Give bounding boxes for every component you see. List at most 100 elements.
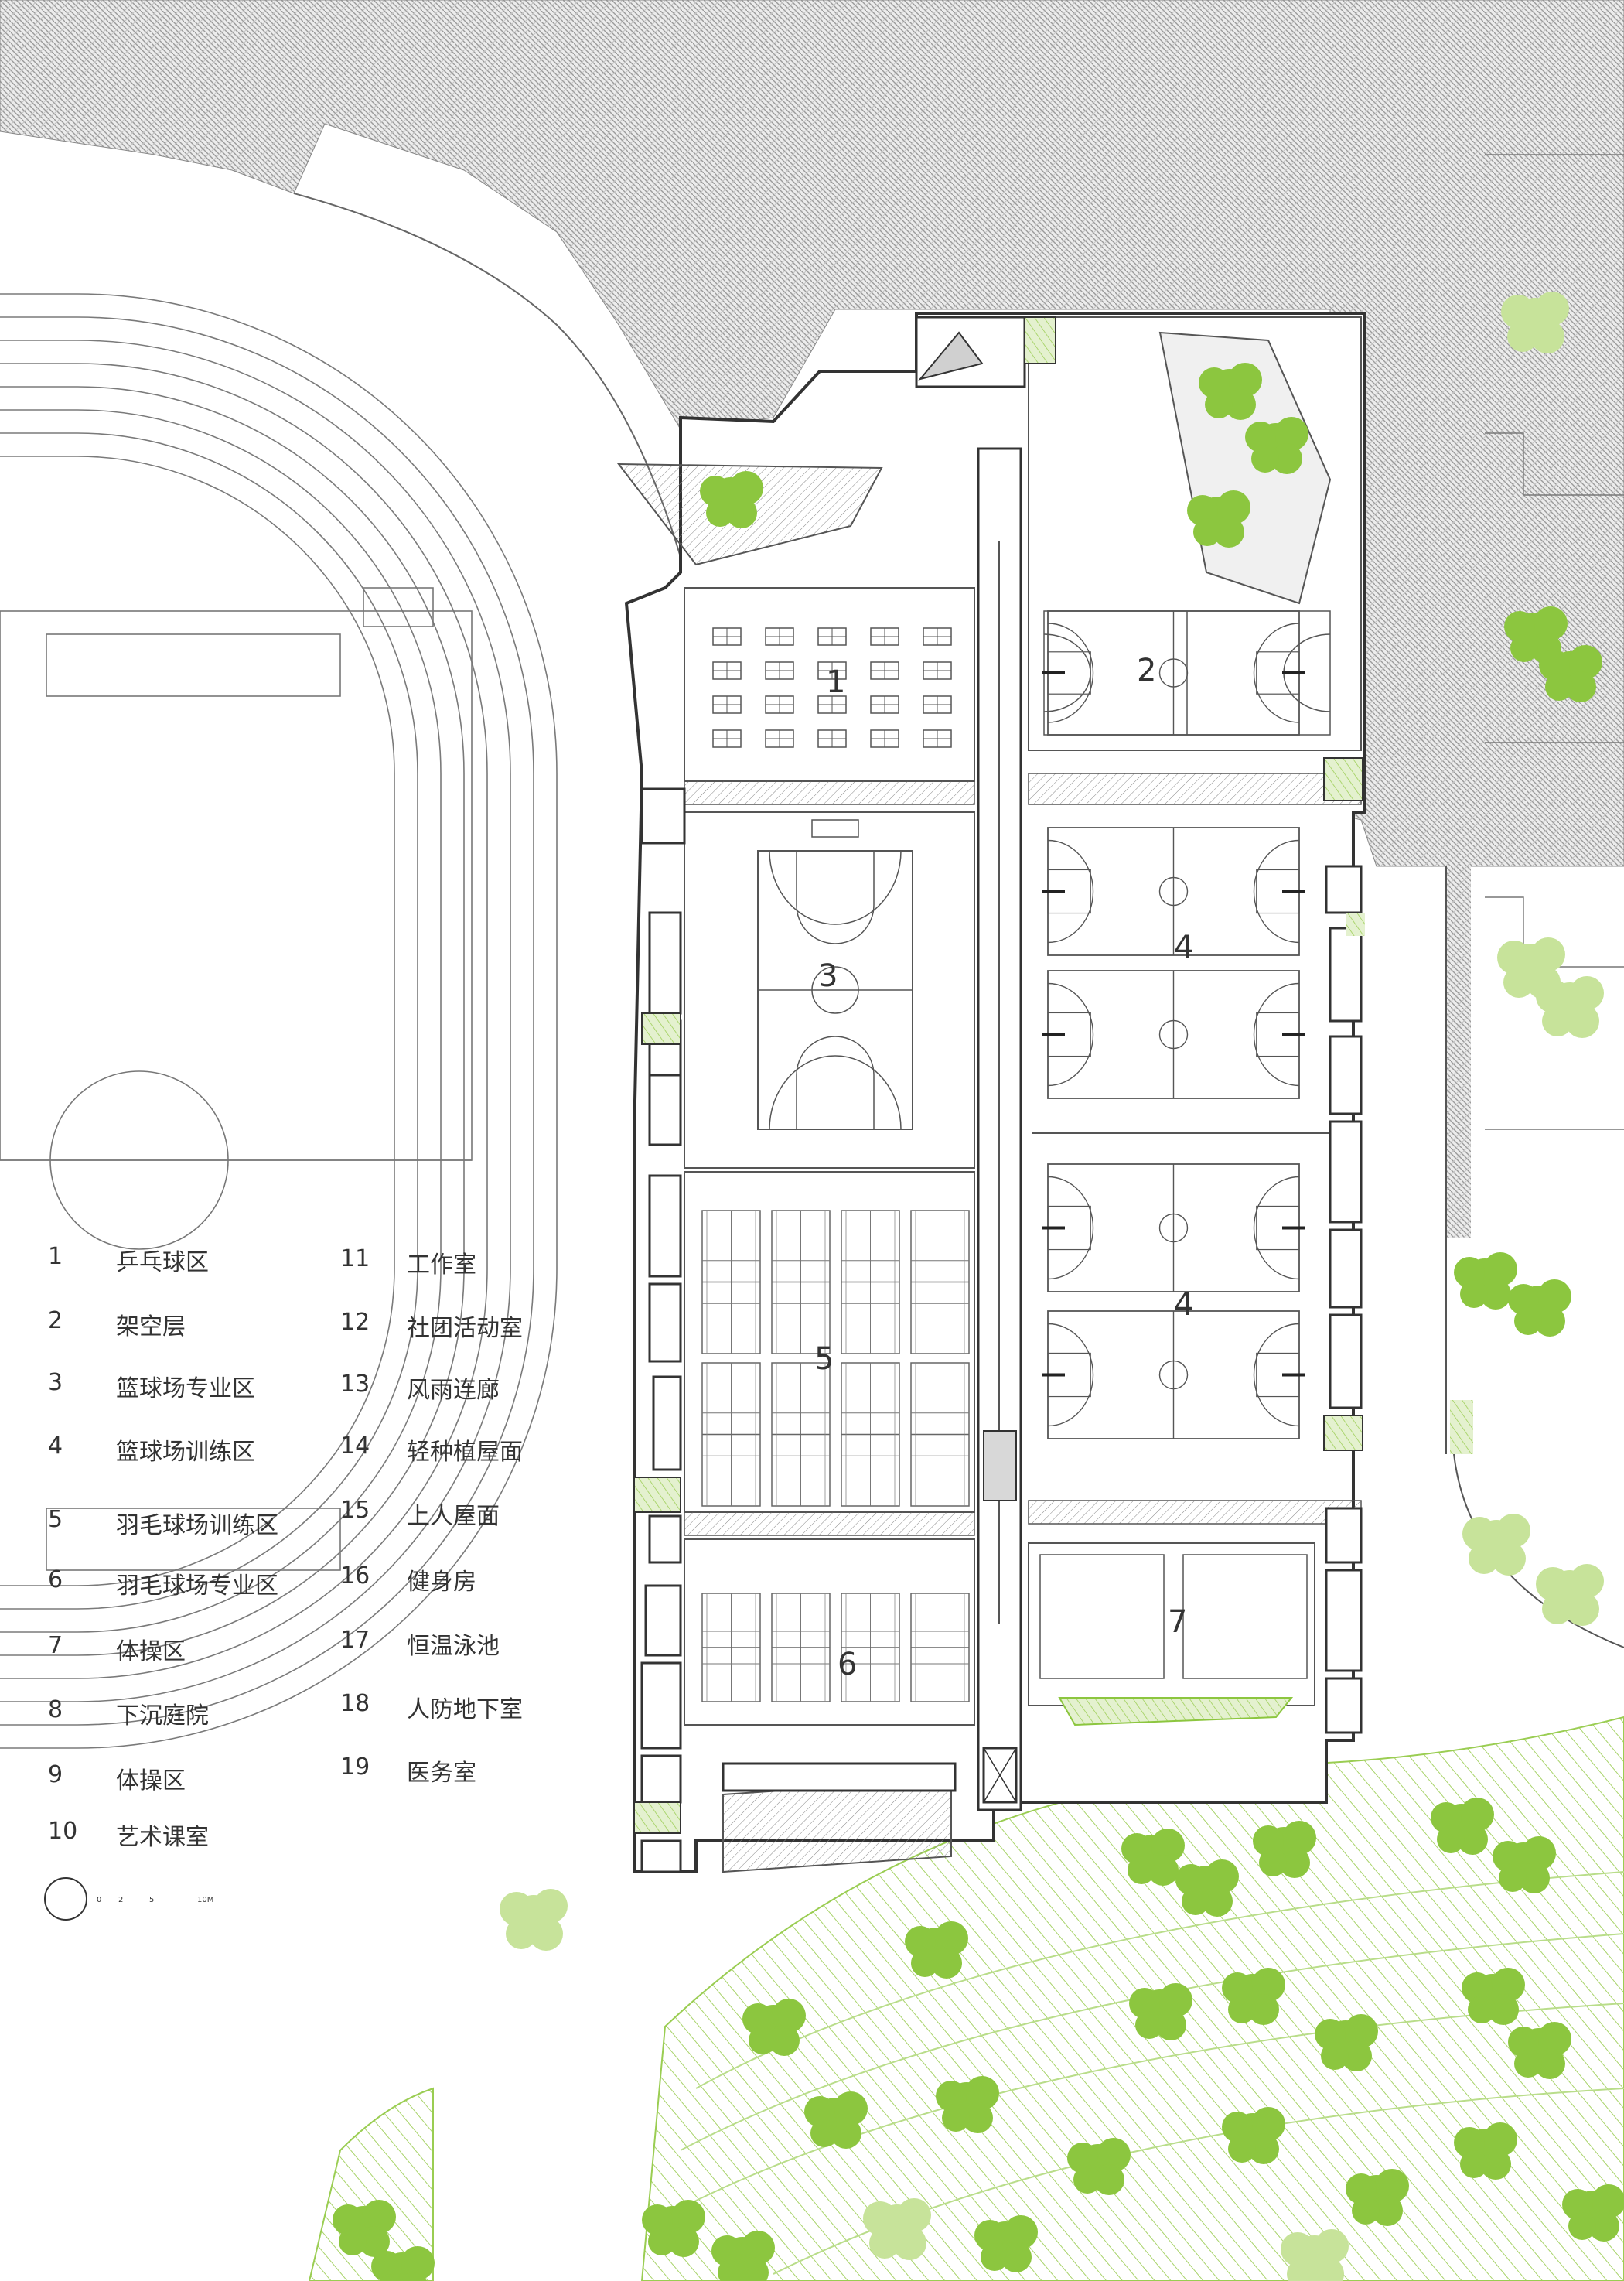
- perimeter-room: [1329, 927, 1363, 1023]
- pingpong-table: [817, 729, 847, 748]
- badminton-court: [910, 1593, 970, 1702]
- legend-label: 篮球场专业区: [116, 1375, 255, 1402]
- svg-text:2: 2: [118, 1896, 123, 1904]
- badminton-court: [841, 1210, 900, 1354]
- green-ramp-7: [1058, 1697, 1294, 1726]
- badminton-court: [701, 1362, 761, 1507]
- svg-text:5: 5: [149, 1896, 154, 1904]
- basketball-court: [1042, 610, 1305, 736]
- legend-number: 11: [340, 1245, 370, 1272]
- badminton-court: [701, 1593, 761, 1702]
- perimeter-room: [1325, 1677, 1363, 1734]
- zone-1-label: 1: [826, 664, 845, 700]
- bleacher-5: [684, 1511, 975, 1536]
- legend-number: 1: [48, 1243, 63, 1270]
- perimeter-room: [1325, 1569, 1363, 1672]
- perimeter-room: [640, 787, 686, 845]
- legend-label: 人防地下室: [407, 1696, 523, 1723]
- legend-label: 社团活动室: [407, 1315, 523, 1342]
- legend-label: 工作室: [407, 1251, 476, 1279]
- zone-7-label: 7: [1168, 1604, 1187, 1640]
- perimeter-room: [652, 1375, 682, 1471]
- legend-label: 架空层: [116, 1313, 186, 1340]
- perimeter-room: [640, 1661, 682, 1750]
- perimeter-room: [648, 1514, 682, 1564]
- legend-label: 下沉庭院: [116, 1702, 209, 1730]
- badminton-court: [771, 1210, 831, 1354]
- perimeter-room: [648, 1282, 682, 1363]
- legend-label: 体操区: [116, 1638, 186, 1665]
- perimeter-room: [648, 1174, 682, 1278]
- lawn-patch-east: [1450, 1400, 1473, 1454]
- legend-label: 恒温泳池: [407, 1633, 500, 1660]
- badminton-court: [910, 1210, 970, 1354]
- badminton-court: [771, 1362, 831, 1507]
- badminton-courts-5: [701, 1210, 970, 1507]
- spine-core: [983, 1430, 1017, 1501]
- legend-number: 12: [340, 1309, 370, 1336]
- zone-4a-label: 4: [1174, 930, 1193, 965]
- perimeter-room: [1329, 1035, 1363, 1115]
- building: [616, 312, 1366, 1873]
- pingpong-table: [765, 729, 794, 748]
- legend-number: 9: [48, 1761, 63, 1788]
- east-site-outline: [1485, 154, 1624, 1130]
- perimeter-room: [648, 1074, 682, 1146]
- basketball-training-courts: [1042, 610, 1305, 1439]
- legend-number: 8: [48, 1696, 63, 1723]
- football-field: [0, 587, 473, 1571]
- pingpong-table: [817, 627, 847, 646]
- badminton-court: [771, 1593, 831, 1702]
- pingpong-table: [923, 695, 952, 714]
- svg-text:0: 0: [97, 1896, 101, 1904]
- legend-number: 17: [340, 1627, 370, 1654]
- green-roof-patch-4: [633, 1801, 681, 1834]
- pingpong-table: [923, 661, 952, 680]
- perimeter-room: [640, 1839, 682, 1873]
- pingpong-table: [923, 729, 952, 748]
- legend-label: 乒乓球区: [116, 1249, 209, 1276]
- badminton-court: [841, 1593, 900, 1702]
- legend-number: 14: [340, 1432, 370, 1460]
- legend-number: 16: [340, 1562, 370, 1590]
- legend-label: 健身房: [407, 1569, 476, 1596]
- legend-number: 15: [340, 1497, 370, 1524]
- legend-number: 18: [340, 1690, 370, 1717]
- pingpong-table: [712, 627, 742, 646]
- legend-label: 篮球场训练区: [116, 1439, 255, 1466]
- pingpong-table: [817, 695, 847, 714]
- perimeter-room: [640, 1754, 682, 1804]
- green-roof-patch-6: [1346, 913, 1365, 936]
- pingpong-table: [765, 695, 794, 714]
- zone-5-label: 5: [814, 1341, 834, 1377]
- perimeter-room: [1325, 1507, 1363, 1564]
- perimeter-room: [1329, 1313, 1363, 1409]
- pingpong-table: [765, 627, 794, 646]
- legend-label: 羽毛球场专业区: [116, 1572, 278, 1600]
- scale-bar: 0 2 5 10M: [44, 1877, 213, 1921]
- pingpong-tables: [712, 627, 952, 748]
- legend-number: 5: [48, 1506, 63, 1533]
- north-green-slot: [1024, 316, 1056, 364]
- legend-label: 轻种植屋面: [407, 1439, 523, 1466]
- legend-number: 13: [340, 1371, 370, 1398]
- green-roof-patch-3: [633, 1477, 681, 1513]
- green-roof-patch-2: [641, 1012, 681, 1045]
- legend-number: 6: [48, 1566, 63, 1593]
- perimeter-room: [1329, 1228, 1363, 1309]
- zone-2-label: 2: [1137, 653, 1156, 688]
- badminton-court: [701, 1210, 761, 1354]
- pingpong-table: [817, 661, 847, 680]
- bleacher-4: [1028, 1500, 1362, 1525]
- bleacher-1: [684, 780, 975, 805]
- badminton-courts-6: [701, 1593, 970, 1702]
- zone-1-pingpong: [684, 587, 975, 782]
- basketball-court: [1042, 1310, 1305, 1439]
- badminton-court: [841, 1362, 900, 1507]
- zone-6-label: 6: [838, 1647, 857, 1682]
- legend-number: 2: [48, 1307, 63, 1334]
- legend-number: 4: [48, 1432, 63, 1460]
- pingpong-table: [870, 729, 899, 748]
- legend-label: 医务室: [407, 1760, 476, 1787]
